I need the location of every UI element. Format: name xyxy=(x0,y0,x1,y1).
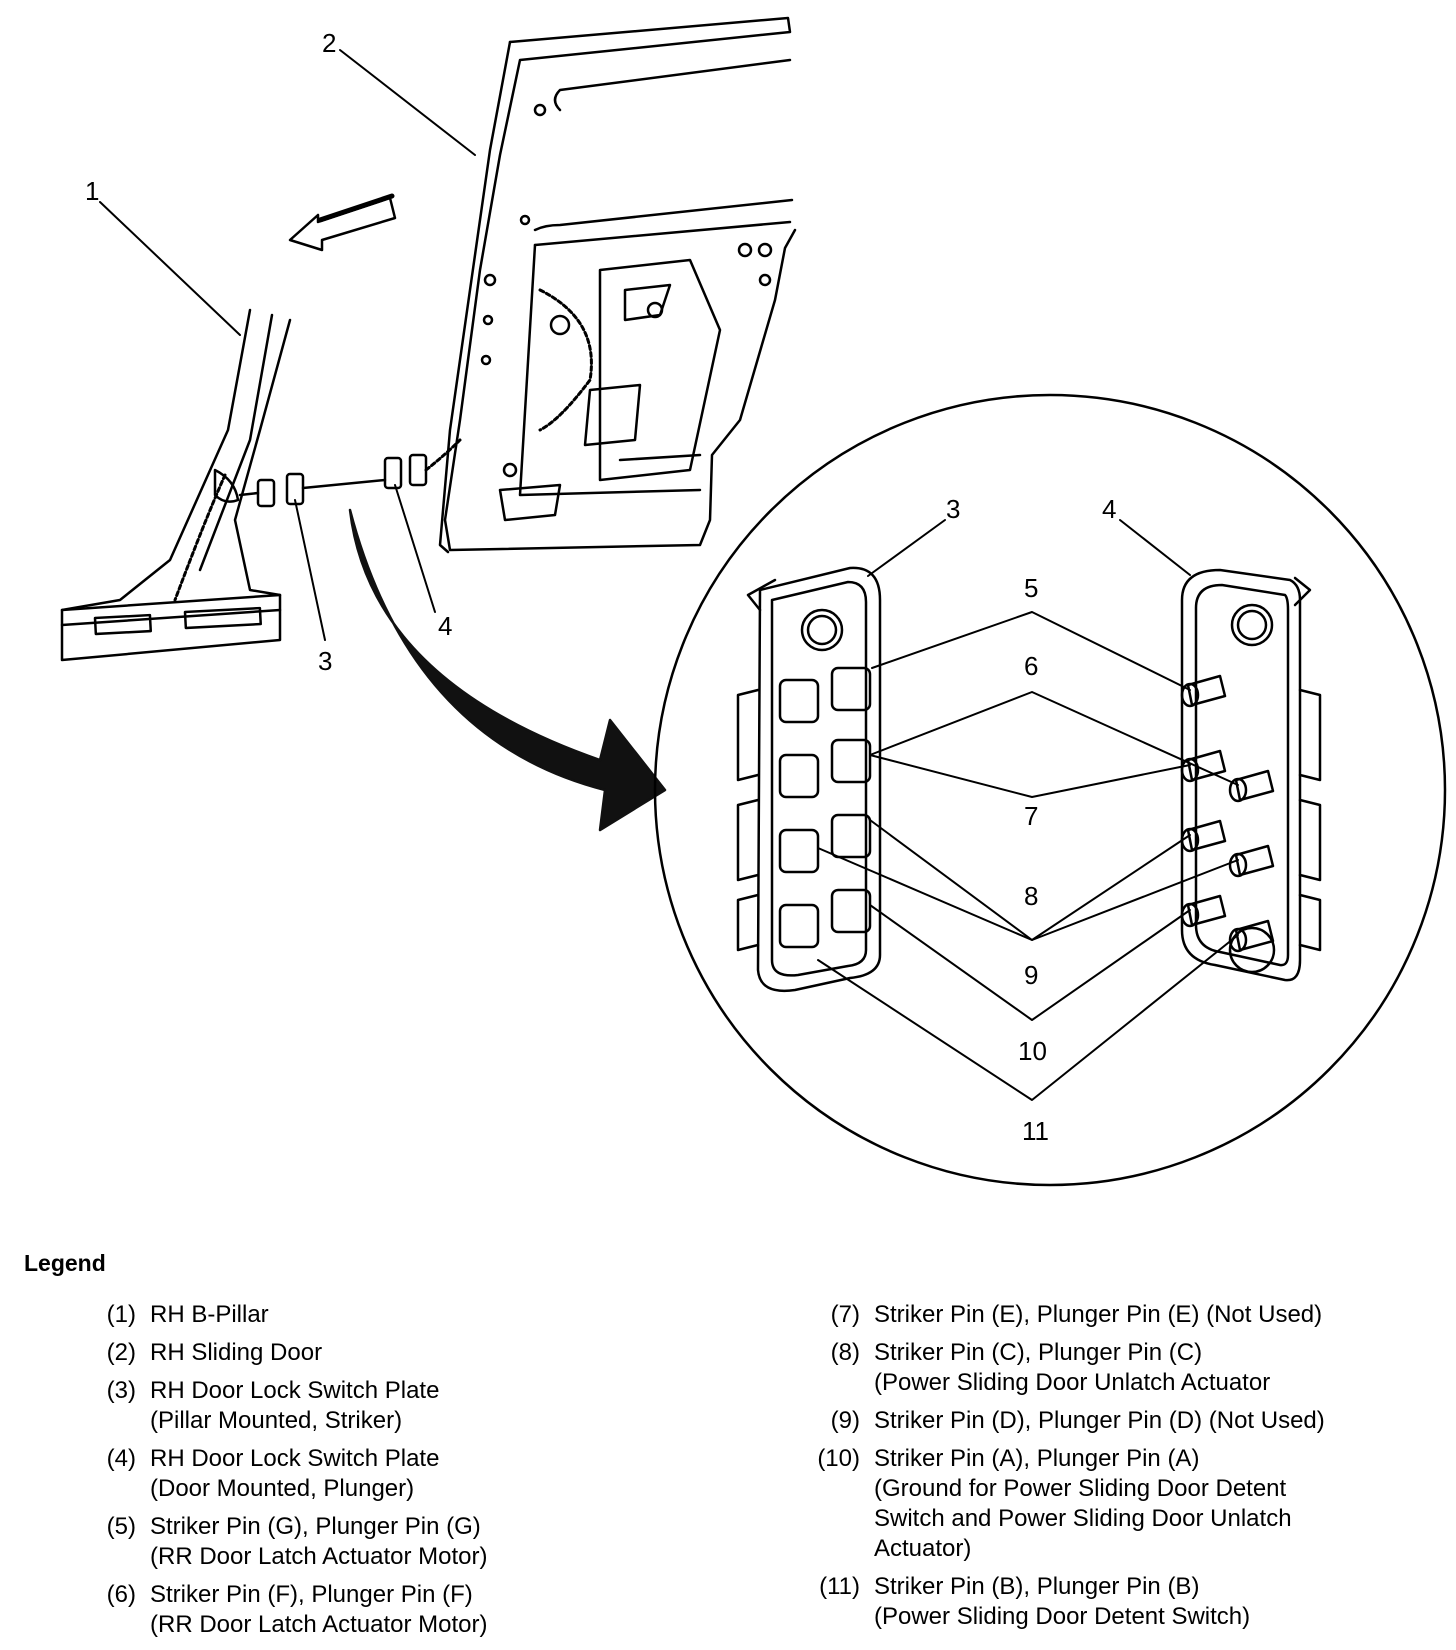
detail-plunger-plate xyxy=(1180,568,1322,982)
callout-1: 1 xyxy=(85,176,99,206)
legend-text: RH Door Lock Switch Plate (Door Mounted,… xyxy=(150,1445,440,1502)
legend-text: Striker Pin (E), Plunger Pin (E) (Not Us… xyxy=(874,1301,1323,1328)
legend-item: (3) RH Door Lock Switch Plate (Pillar Mou… xyxy=(80,1376,487,1436)
legend-text: RH Sliding Door xyxy=(150,1339,323,1366)
legend-number: (6) xyxy=(106,1581,136,1608)
detail-callout-4: 4 xyxy=(1102,494,1116,524)
callout-2: 2 xyxy=(322,28,336,58)
sliding-door-drawing xyxy=(438,16,797,554)
callout-3: 3 xyxy=(318,646,332,676)
legend-text: Striker Pin (G), Plunger Pin (G) (RR Doo… xyxy=(150,1513,488,1570)
legend-item: (8) Striker Pin (C), Plunger Pin (C) (Pow… xyxy=(800,1338,1325,1398)
legend-text: Striker Pin (C), Plunger Pin (C) (Power … xyxy=(874,1339,1271,1396)
legend-text: RH Door Lock Switch Plate (Pillar Mounte… xyxy=(150,1377,440,1434)
legend-text: Striker Pin (B), Plunger Pin (B) (Power … xyxy=(874,1573,1251,1630)
legend-item: (1) RH B-Pillar xyxy=(80,1300,487,1330)
direction-arrow xyxy=(288,196,397,252)
leader-lines xyxy=(99,49,1239,1101)
overview-plates xyxy=(238,438,462,508)
legend-item: (4) RH Door Lock Switch Plate (Door Mount… xyxy=(80,1444,487,1504)
legend-title: Legend xyxy=(24,1250,106,1276)
legend-text: Striker Pin (D), Plunger Pin (D) (Not Us… xyxy=(874,1407,1325,1434)
legend-item: (6) Striker Pin (F), Plunger Pin (F) (RR … xyxy=(80,1580,488,1640)
callout-labels: 1 2 3 4 3 4 5 6 7 8 9 10 11 xyxy=(85,28,1116,1146)
legend-left-column: (1) RH B-Pillar (2) RH Sliding Door (3) RH … xyxy=(80,1300,488,1648)
detail-circle xyxy=(653,393,1447,1187)
legend-number: (7) xyxy=(830,1301,860,1328)
legend-number: (4) xyxy=(106,1445,136,1472)
detail-arrow xyxy=(348,508,667,832)
detail-callout-6: 6 xyxy=(1024,651,1038,681)
detail-callout-3: 3 xyxy=(946,494,960,524)
door-switch-diagram: 1 2 3 4 3 4 5 6 7 8 9 10 11 xyxy=(60,16,1447,1187)
legend-item: (5) Striker Pin (G), Plunger Pin (G) (RR … xyxy=(80,1512,488,1572)
legend-number: (3) xyxy=(106,1377,136,1404)
legend-text: Striker Pin (A), Plunger Pin (A) (Ground… xyxy=(874,1445,1292,1562)
callout-4: 4 xyxy=(438,611,452,641)
legend-item: (10) Striker Pin (A), Plunger Pin (A) (Gr… xyxy=(800,1444,1325,1564)
legend-number: (2) xyxy=(106,1339,136,1366)
detail-callout-8: 8 xyxy=(1024,881,1038,911)
legend-number: (8) xyxy=(830,1339,860,1366)
detail-callout-11: 11 xyxy=(1022,1116,1049,1146)
legend-right-column: (7) Striker Pin (E), Plunger Pin (E) (Not… xyxy=(800,1300,1325,1640)
legend-number: (11) xyxy=(819,1573,860,1600)
legend-item: (2) RH Sliding Door xyxy=(80,1338,487,1368)
legend-text: Striker Pin (F), Plunger Pin (F) (RR Doo… xyxy=(150,1581,488,1638)
legend-item: (11) Striker Pin (B), Plunger Pin (B) (Po… xyxy=(800,1572,1325,1632)
detail-callout-5: 5 xyxy=(1024,573,1038,603)
legend-number: (5) xyxy=(106,1513,136,1540)
legend-item: (7) Striker Pin (E), Plunger Pin (E) (Not… xyxy=(800,1300,1325,1330)
legend-number: (9) xyxy=(830,1407,860,1434)
b-pillar-drawing xyxy=(60,308,292,662)
detail-callout-10: 10 xyxy=(1018,1036,1047,1066)
legend-item: (9) Striker Pin (D), Plunger Pin (D) (Not… xyxy=(800,1406,1325,1436)
legend-number: (10) xyxy=(817,1445,860,1472)
detail-striker-plate xyxy=(736,566,882,993)
detail-callout-9: 9 xyxy=(1024,960,1038,990)
detail-callout-7: 7 xyxy=(1024,801,1038,831)
legend-number: (1) xyxy=(106,1301,136,1328)
legend-text: RH B-Pillar xyxy=(150,1301,269,1328)
